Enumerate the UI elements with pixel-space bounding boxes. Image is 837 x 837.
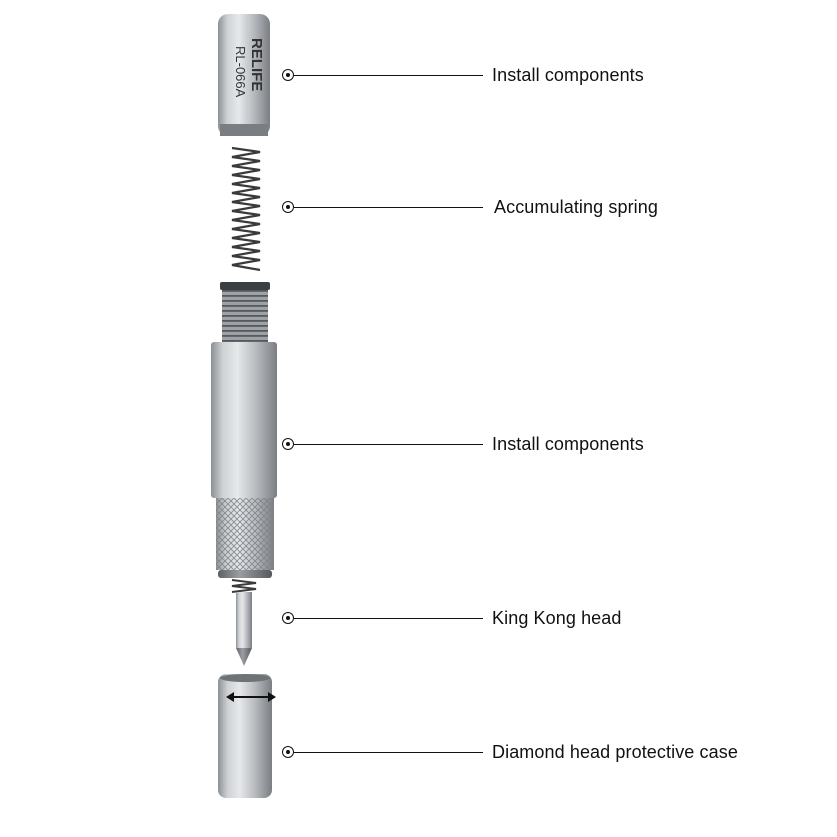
callout-diamond-head-protective-case: Diamond head protective case xyxy=(282,742,802,764)
main-barrel xyxy=(211,342,277,498)
brand-engraving: RELIFE xyxy=(248,38,265,91)
callout-install-components-top: Install components xyxy=(282,65,802,87)
callout-king-kong-head: King Kong head xyxy=(282,608,802,630)
protective-case xyxy=(218,674,276,798)
target-marker-icon xyxy=(282,201,294,213)
knurled-grip xyxy=(216,498,274,578)
callout-label: Accumulating spring xyxy=(494,197,658,217)
leader-line xyxy=(294,74,483,76)
callout-label: Install components xyxy=(492,434,644,454)
callout-accumulating-spring: Accumulating spring xyxy=(282,197,802,219)
leader-line xyxy=(294,206,483,208)
leader-line xyxy=(294,617,483,619)
threaded-section xyxy=(220,282,270,342)
leader-line xyxy=(294,751,483,753)
diamond-tip xyxy=(236,592,252,666)
target-marker-icon xyxy=(282,612,294,624)
top-cap: RELIFE RL-066A xyxy=(218,14,270,136)
callout-label: Install components xyxy=(492,65,644,85)
callout-label: King Kong head xyxy=(492,608,622,628)
model-engraving: RL-066A xyxy=(233,46,248,98)
tip-spring xyxy=(231,579,257,593)
target-marker-icon xyxy=(282,746,294,758)
spring xyxy=(231,146,261,272)
callout-label: Diamond head protective case xyxy=(492,742,738,762)
leader-line xyxy=(294,443,483,445)
target-marker-icon xyxy=(282,438,294,450)
target-marker-icon xyxy=(282,69,294,81)
callout-install-components-middle: Install components xyxy=(282,434,802,456)
